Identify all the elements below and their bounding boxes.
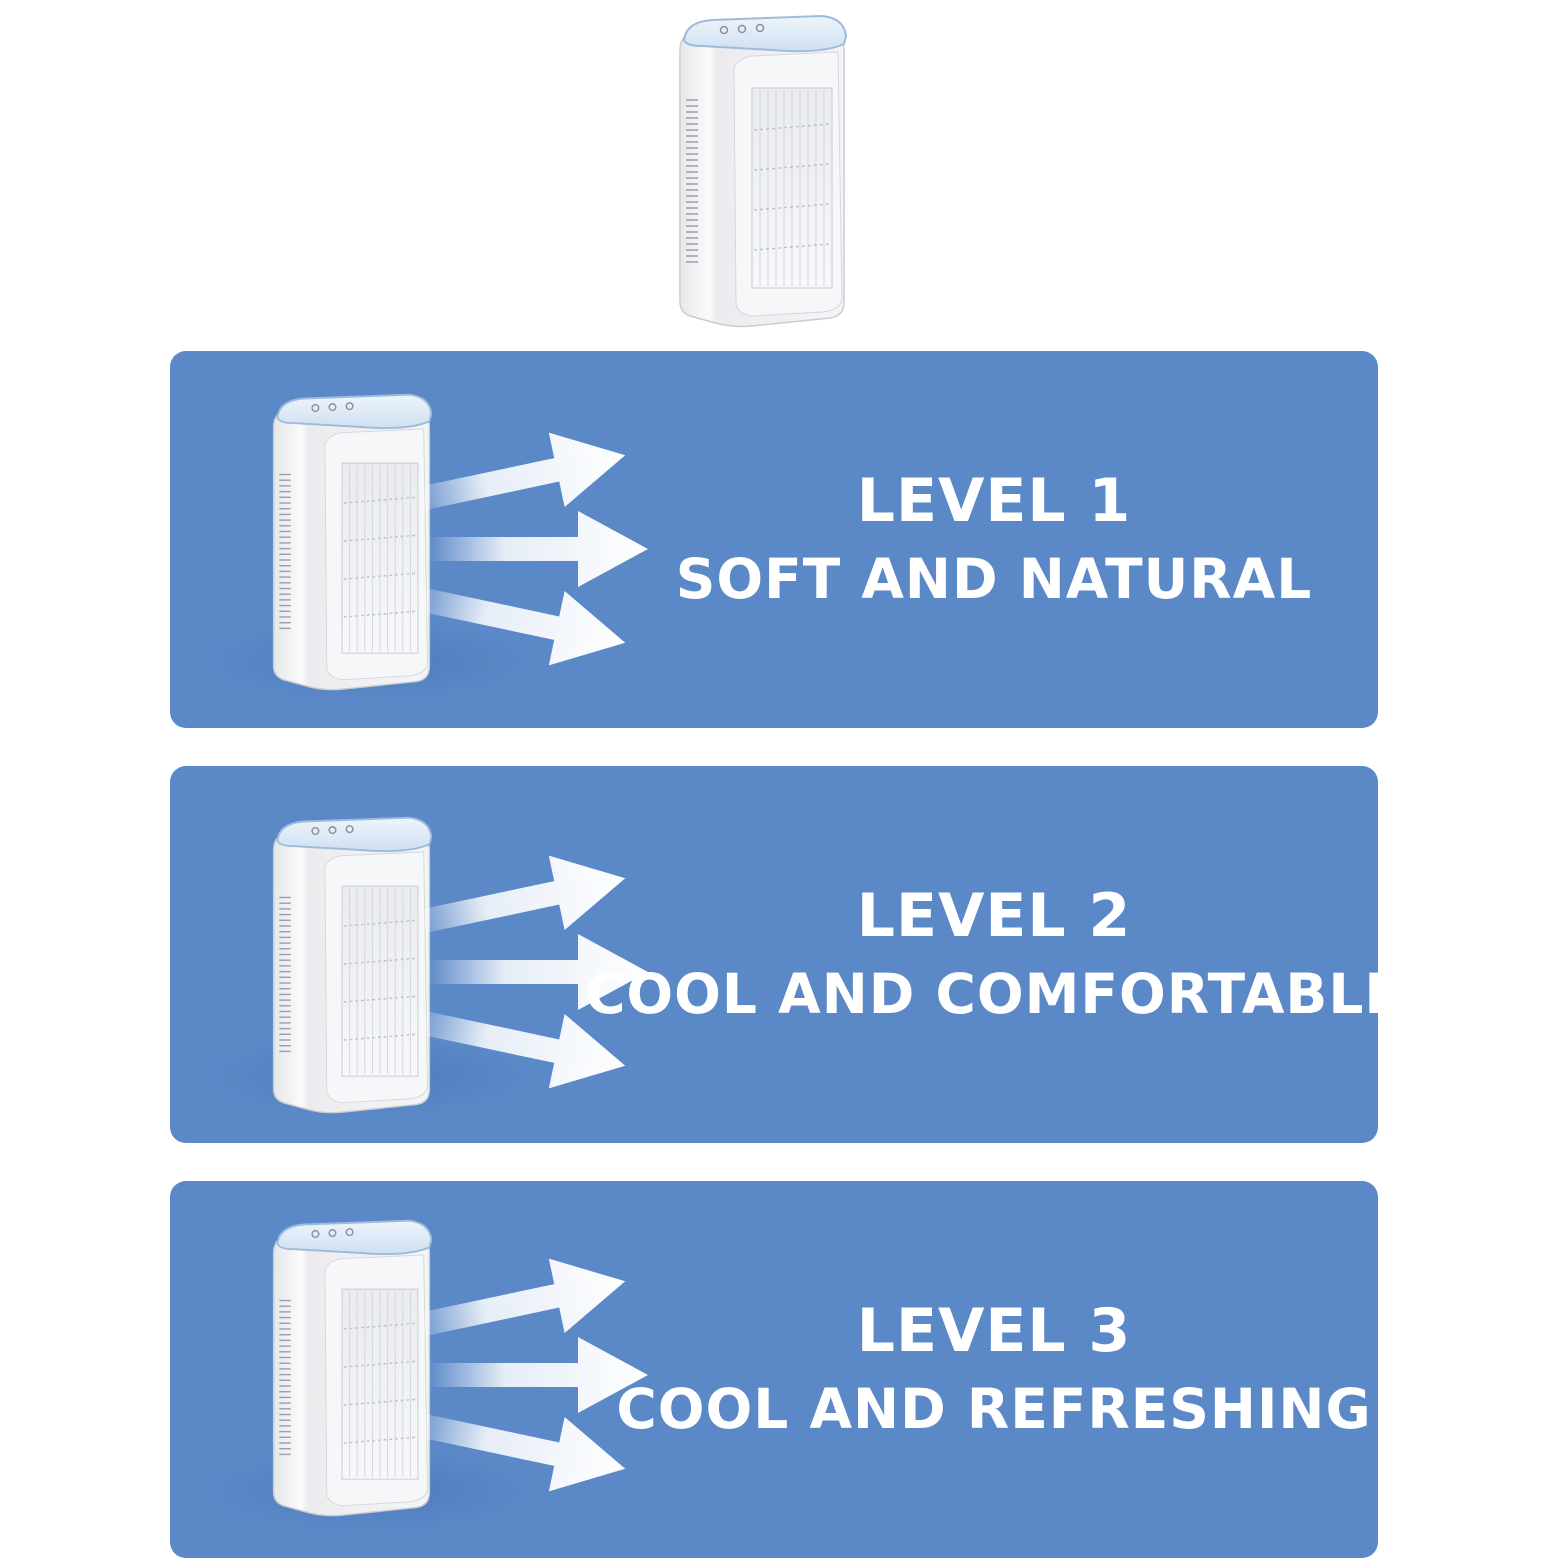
air-cooler-icon — [679, 15, 847, 328]
airflow-arrow-icon — [402, 418, 634, 539]
level-2-description: COOL AND COMFORTABLE — [585, 961, 1378, 1026]
level-3-title: LEVEL 3 — [856, 1295, 1132, 1366]
level-1-description: SOFT AND NATURAL — [675, 546, 1313, 611]
airflow-arrow-icon — [402, 1244, 634, 1365]
level-3-illustration — [170, 1181, 690, 1558]
level-1-title: LEVEL 1 — [856, 465, 1132, 536]
air-cooler-icon — [272, 393, 433, 691]
level-card-1: LEVEL 1 SOFT AND NATURAL — [170, 351, 1378, 728]
air-cooler-icon — [272, 1219, 433, 1517]
level-2-title: LEVEL 2 — [856, 880, 1132, 951]
level-card-2: LEVEL 2 COOL AND COMFORTABLE — [170, 766, 1378, 1143]
level-3-description: COOL AND REFRESHING — [616, 1376, 1372, 1441]
airflow-arrow-icon — [428, 511, 648, 587]
level-2-illustration — [170, 766, 690, 1143]
level-card-3: LEVEL 3 COOL AND REFRESHING — [170, 1181, 1378, 1558]
airflow-arrow-icon — [402, 841, 634, 962]
airflow-arrow-icon — [428, 1337, 648, 1413]
air-cooler-icon — [272, 816, 433, 1114]
level-1-illustration — [170, 351, 690, 728]
hero-air-cooler-image — [672, 10, 858, 330]
